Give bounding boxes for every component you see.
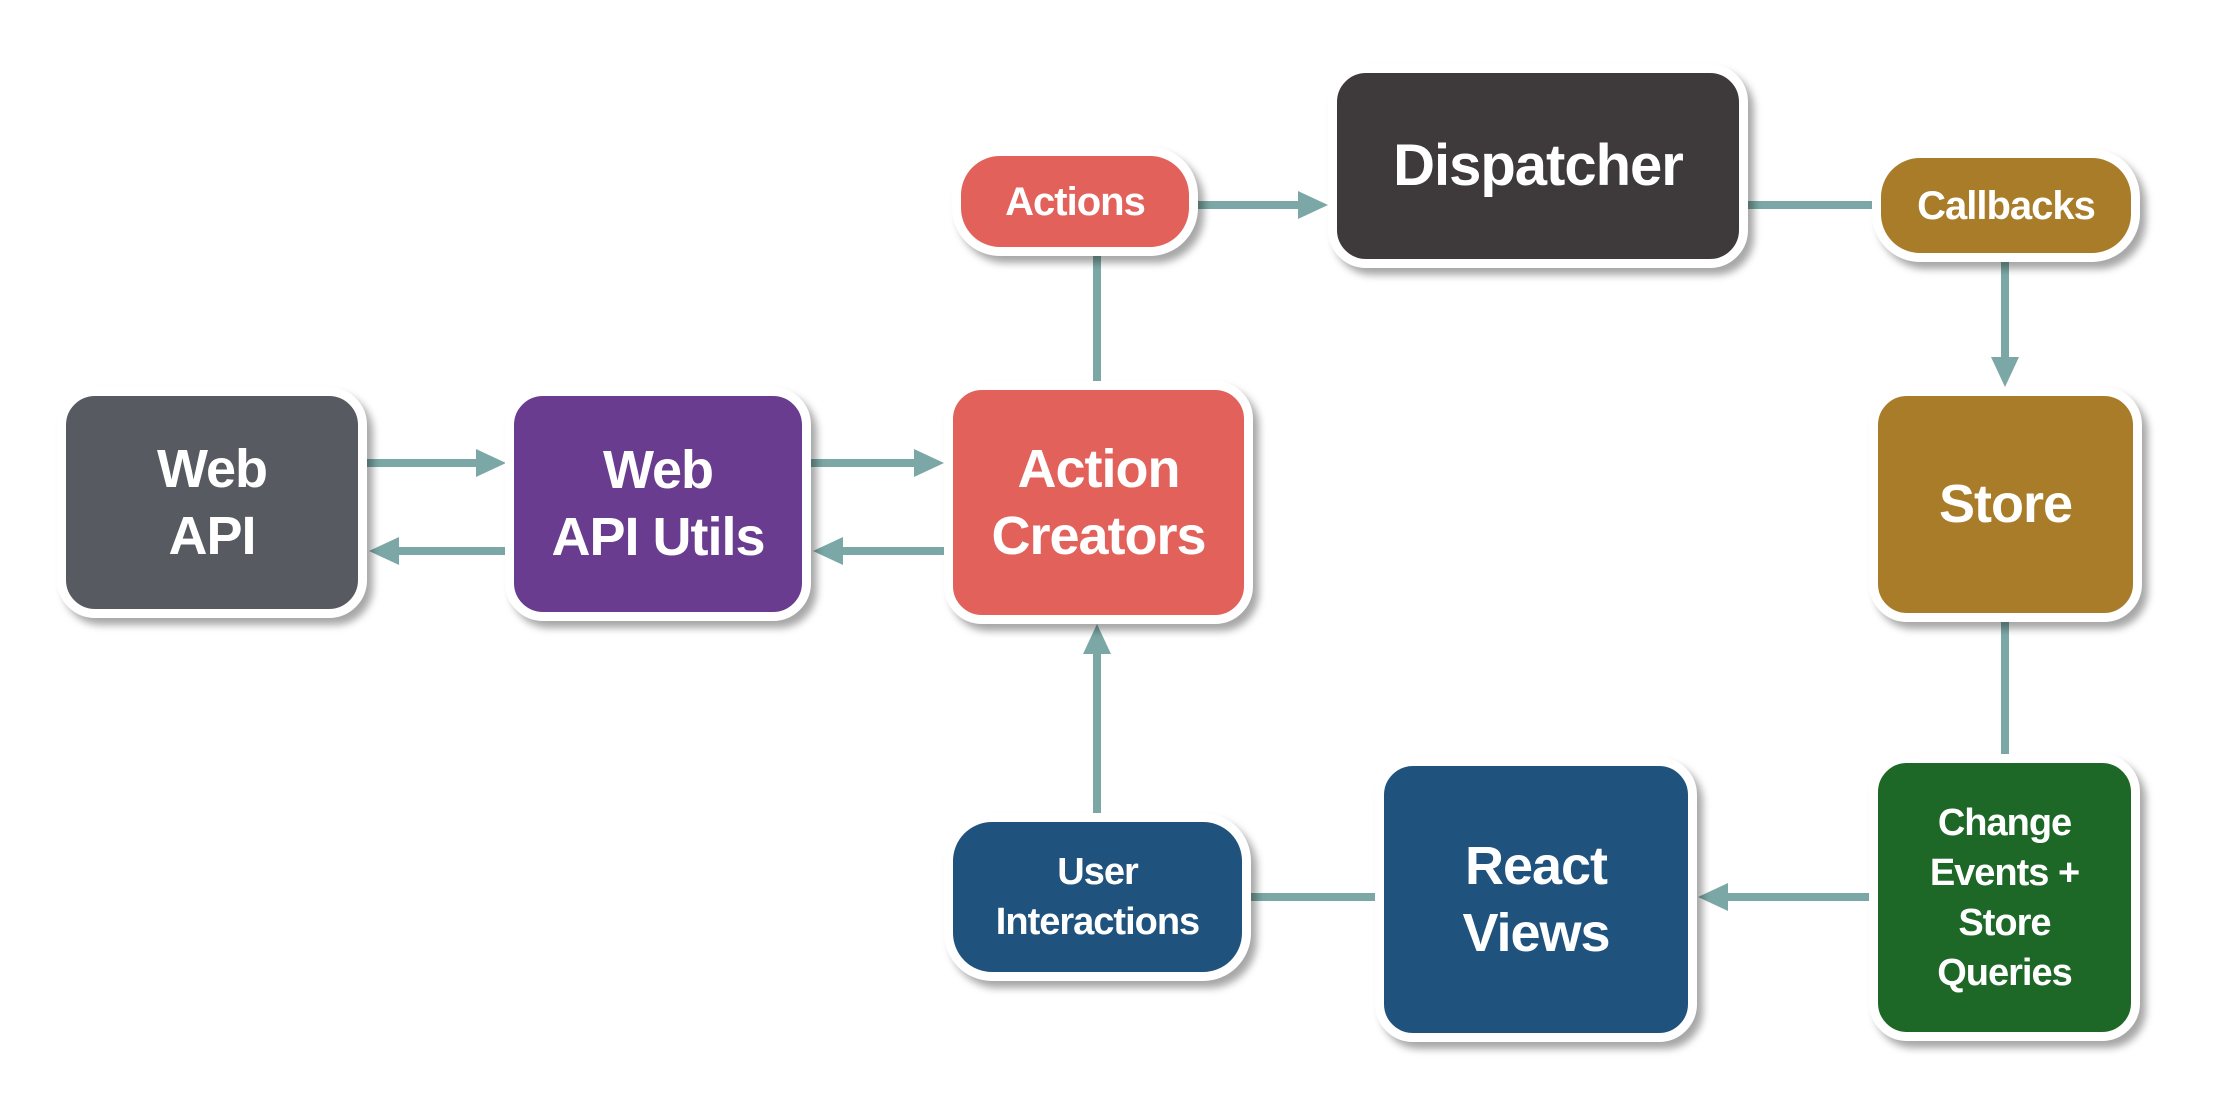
node-actions-label: Actions [1005,179,1146,224]
node-actions: Actions [952,147,1198,256]
connector-react-views-to-user-interactions [1251,893,1375,901]
node-change-events-store-queries: Change Events + Store Queries [1869,754,2140,1041]
node-react-views-label-line1: React [1464,835,1608,896]
node-web-api-utils-label-line2: API Utils [551,507,765,567]
arrowhead-into-store [1991,357,2019,387]
connector-web-api-to-web-api-utils [367,459,477,467]
connector-action-creators-to-web-api-utils [842,547,944,555]
node-callbacks: Callbacks [1872,149,2140,262]
node-store-label: Store [1938,474,2073,534]
node-change-events-label-line2: Events + [1929,851,2080,894]
node-action-creators-label-line1: Action [1017,438,1181,499]
arrowhead-into-action-creators-from-user [1083,624,1111,654]
connector-web-api-utils-to-web-api [398,547,505,555]
node-web-api-label-line1: Web [156,438,268,499]
connector-action-creators-to-actions [1093,255,1101,383]
node-user-interactions-label-line2: Interactions [995,901,1200,943]
connector-user-interactions-to-action-creators [1093,653,1101,813]
node-dispatcher: Dispatcher [1328,64,1748,268]
node-user-interactions: User Interactions [944,813,1251,981]
node-web-api-utils: Web API Utils [505,387,811,621]
connector-change-events-to-react-views [1727,893,1869,901]
node-user-interactions-label-line1: User [1057,851,1138,893]
connector-actions-to-dispatcher [1198,201,1299,209]
arrowhead-into-web-api [369,537,399,565]
node-web-api-label-line2: API [168,505,256,566]
node-react-views: React Views [1375,757,1697,1042]
node-web-api: Web API [57,387,367,618]
arrowhead-into-react-views [1698,883,1728,911]
node-change-events-label-line4: Queries [1937,951,2073,994]
arrowhead-into-web-api-utils [476,449,506,477]
connector-callbacks-to-store [2001,262,2009,358]
arrowhead-into-dispatcher [1298,191,1328,219]
connector-web-api-utils-to-action-creators [811,459,915,467]
arrowhead-into-action-creators [914,449,944,477]
connector-store-to-change-events [2001,622,2009,754]
node-web-api-utils-label-line1: Web [602,440,714,500]
node-react-views-label-line2: Views [1462,902,1610,963]
connector-dispatcher-to-callbacks [1748,201,1872,209]
node-action-creators: Action Creators [944,381,1253,624]
arrowhead-into-web-api-utils-return [813,537,843,565]
node-action-creators-label-line2: Creators [991,505,1206,566]
node-change-events-label-line1: Change [1937,801,2072,844]
node-dispatcher-label: Dispatcher [1393,133,1684,198]
node-store: Store [1869,387,2142,622]
node-change-events-label-line3: Store [1958,901,2051,944]
node-callbacks-label: Callbacks [1917,183,2096,228]
